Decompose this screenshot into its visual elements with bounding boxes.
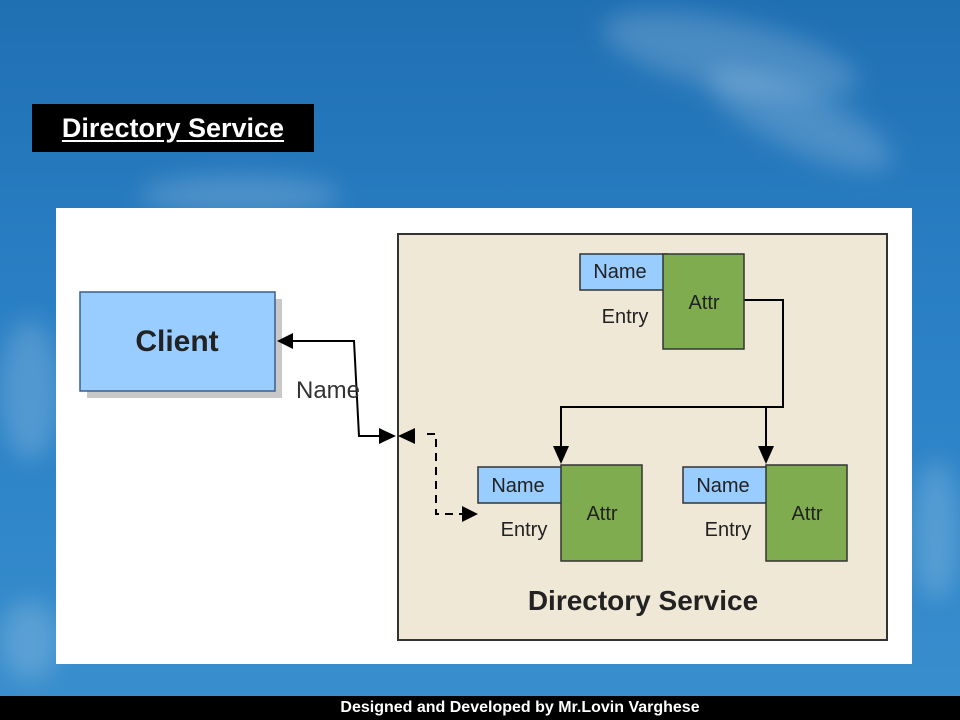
entry-name-box <box>477 466 566 504</box>
cloud <box>912 460 960 600</box>
entry-top: Name Attr Entry <box>579 253 745 350</box>
tree-arrowhead-right <box>758 446 774 464</box>
bowtie-left-arrow <box>379 428 396 444</box>
entry-attr-label: Attr <box>791 503 822 525</box>
entry-attr-label: Attr <box>688 292 719 314</box>
client-arrowhead <box>277 333 293 349</box>
directory-service-label: Directory Service <box>528 585 758 616</box>
entry-bottom-right: Name Attr Entry <box>682 464 848 562</box>
name-connector <box>322 340 382 437</box>
tree-connector-left <box>560 406 766 450</box>
slide-title: Directory Service <box>61 112 285 143</box>
name-arrow-label: Name <box>296 377 360 404</box>
entry-bottom-left: Name Attr Entry <box>477 464 643 562</box>
directory-service-diagram: Client Name Name Attr Entry Name Attr <box>79 233 888 641</box>
slide-title-box: Directory Service <box>32 104 314 152</box>
bowtie-right-arrow <box>398 428 415 444</box>
lookup-dashed-line <box>427 433 462 515</box>
tree-arrowhead-left <box>553 446 569 464</box>
footer-credit: Designed and Developed by Mr.Lovin Vargh… <box>340 699 700 716</box>
entry-label: Entry <box>501 519 548 541</box>
entry-attr-box <box>765 464 848 562</box>
entry-attr-box <box>662 253 745 350</box>
cloud <box>0 600 60 680</box>
client-label: Client <box>135 325 218 358</box>
entry-attr-label: Attr <box>586 503 617 525</box>
entry-name-label: Name <box>491 475 544 497</box>
entry-name-label: Name <box>696 475 749 497</box>
tree-connector-right <box>744 299 784 450</box>
lookup-arrowhead <box>462 506 478 522</box>
footer-bar: Designed and Developed by Mr.Lovin Vargh… <box>0 696 960 720</box>
cloud <box>0 320 60 460</box>
diagram-panel: Client Name Name Attr Entry Name Attr <box>56 208 912 664</box>
entry-name-label: Name <box>593 261 646 283</box>
entry-label: Entry <box>705 519 752 541</box>
client-box <box>79 291 276 392</box>
entry-attr-box <box>560 464 643 562</box>
entry-name-box <box>579 253 668 291</box>
directory-service-box <box>397 233 888 641</box>
entry-label: Entry <box>602 306 649 328</box>
